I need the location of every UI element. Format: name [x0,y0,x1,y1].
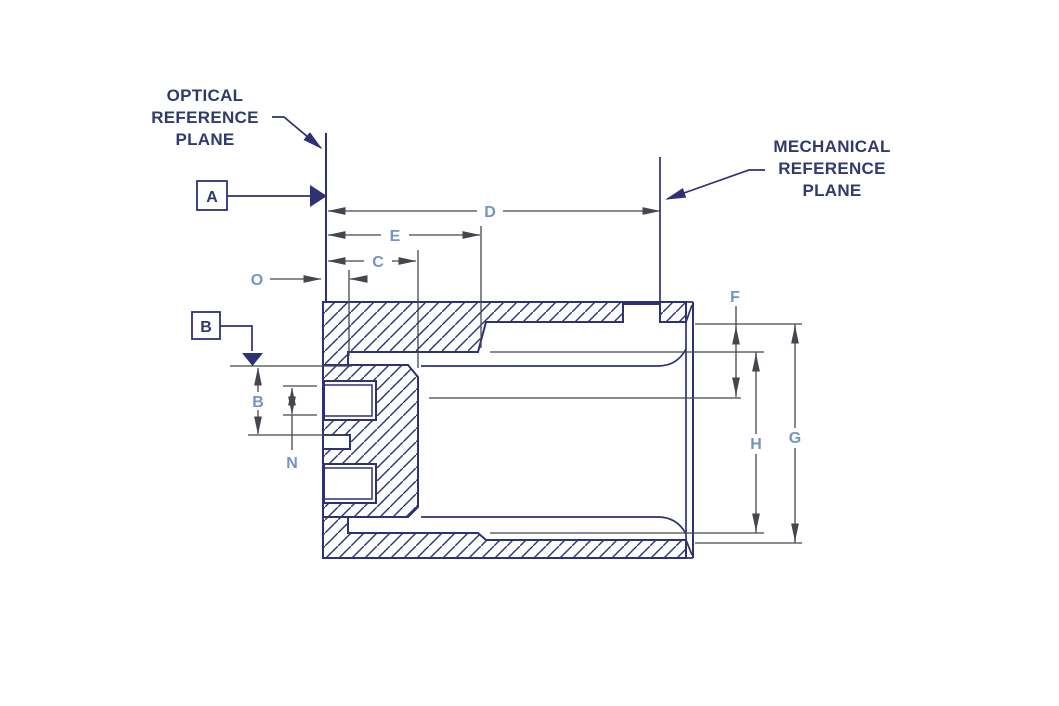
mechanical-plane-leader [665,169,765,200]
dim-label-b: B [252,394,264,411]
dimension-letter-group: D E C O B N F H G [251,204,801,472]
part-bottom-wall [322,516,687,559]
dim-label-f: F [730,289,740,306]
mechanical-plane-label-line1: MECHANICAL [773,137,890,156]
datum-b-label: B [200,319,212,336]
dimension-lines [230,207,802,544]
annotation-text-group: OPTICAL REFERENCE PLANE MECHANICAL REFER… [151,86,890,336]
part-stem-block [322,364,419,518]
part-top-wall [322,301,687,366]
lower-bore-chamfer [323,467,373,500]
datum-b-triangle [242,353,263,366]
upper-bore-chamfer [323,384,373,417]
optical-plane-label-line3: PLANE [175,130,234,149]
right-face-caps [685,301,693,559]
datum-a-label: A [206,189,218,206]
dim-label-d: D [484,204,496,221]
optical-plane-label-line2: REFERENCE [151,108,259,127]
optical-plane-leader [272,116,323,150]
ext-lines [230,226,802,544]
dim-label-e: E [390,228,401,245]
optical-plane-label-line1: OPTICAL [167,86,244,105]
dim-label-c: C [372,254,384,271]
dim-label-h: H [750,436,762,453]
sleeve-lower-edge [421,516,687,535]
dim-label-n: N [286,455,298,472]
dim-label-g: G [789,430,801,447]
mechanical-plane-label-line3: PLANE [802,181,861,200]
mechanical-plane-label-line2: REFERENCE [778,159,886,178]
part-geometry [322,301,694,559]
dim-label-o: O [251,272,263,289]
datum-b-leader [220,325,253,351]
annotation-graphics [191,116,765,366]
datum-a-triangle [310,185,327,207]
